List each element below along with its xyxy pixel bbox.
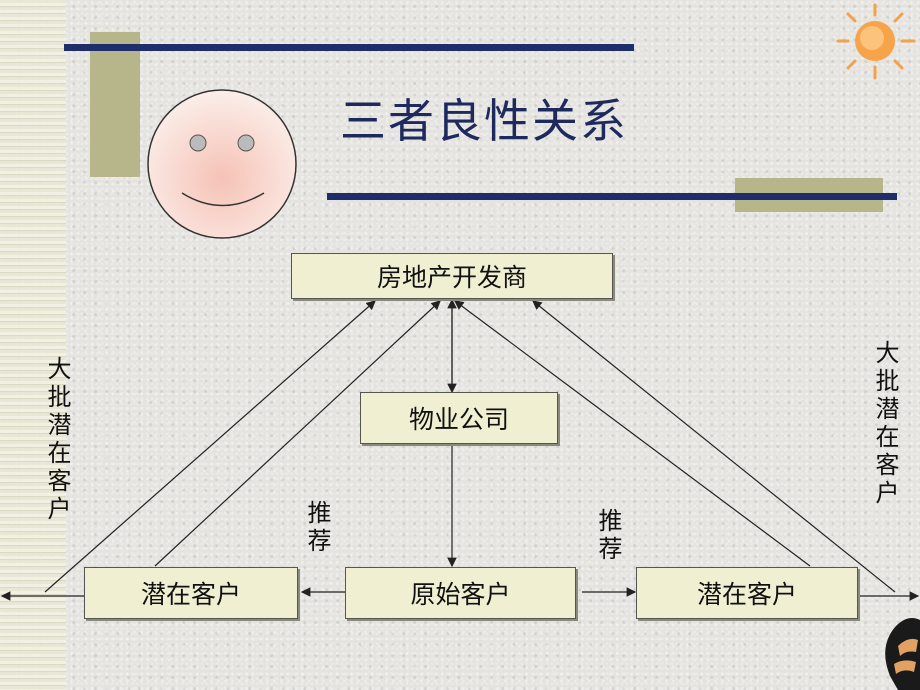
recommend-left-label: 推荐 <box>303 500 331 556</box>
page-title: 三者良性关系 <box>340 94 628 148</box>
developer-box: 房地产开发商 <box>291 253 613 299</box>
mass-potential-right-label: 大批潜在客户 <box>871 340 899 508</box>
arrow-mass-left-to-developer <box>44 300 376 593</box>
arrow-mass-right-to-developer <box>532 300 896 593</box>
arrow-leftpotential-to-developer <box>154 300 441 567</box>
top-rule <box>64 44 634 51</box>
arrow-rightpotential-to-developer <box>454 300 811 567</box>
recommend-right-label: 推荐 <box>594 508 622 564</box>
potential-customer-left-box: 潜在客户 <box>84 567 298 619</box>
potential-customer-right-box: 潜在客户 <box>636 567 858 619</box>
left-decorative-stripe <box>0 0 66 690</box>
decorative-figure-icon <box>885 618 920 690</box>
smiley-face-icon <box>147 89 297 239</box>
mass-potential-left-label: 大批潜在客户 <box>43 356 71 524</box>
property-company-box: 物业公司 <box>360 392 558 444</box>
title-rule <box>327 193 897 200</box>
sun-icon <box>836 3 916 80</box>
olive-block-top <box>90 32 140 177</box>
original-customer-box: 原始客户 <box>345 567 576 619</box>
